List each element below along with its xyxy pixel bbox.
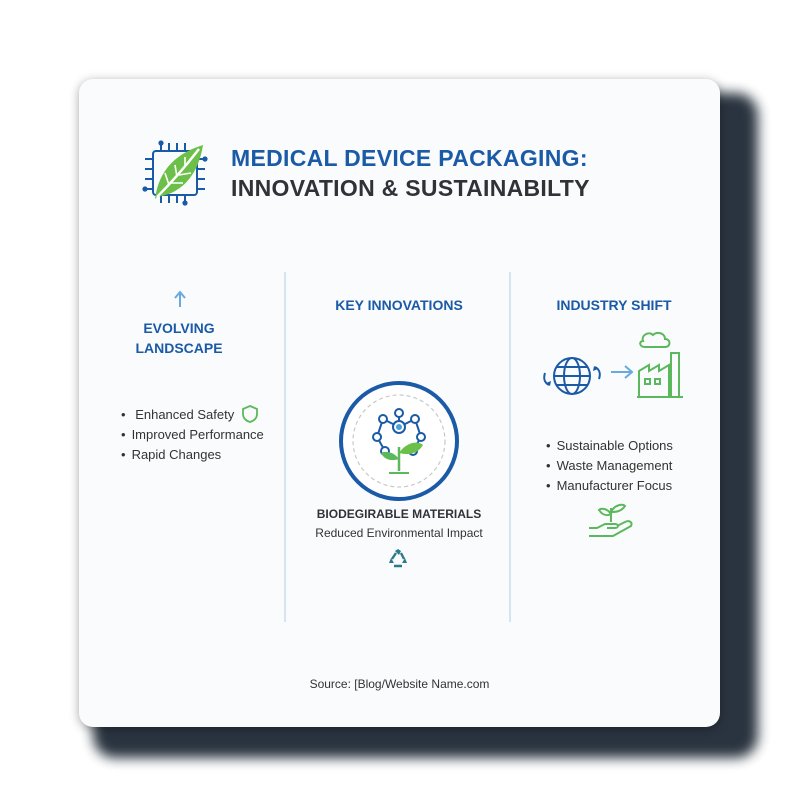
arrow-up-icon — [174, 290, 186, 307]
list-item: Improved Performance — [121, 425, 264, 445]
shield-icon — [241, 405, 258, 423]
column-heading-industry-shift: INDUSTRY SHIFT — [556, 297, 672, 313]
title-line-2: INNOVATION & SUSTAINABILTY — [231, 175, 590, 201]
list-item: Rapid Changes — [121, 445, 264, 465]
column-divider-1 — [284, 272, 286, 622]
list-item-label: Enhanced Safety — [135, 407, 235, 422]
title-line-1: MEDICAL DEVICE PACKAGING: — [231, 145, 588, 171]
column-heading-key-innovations: KEY INNOVATIONS — [335, 297, 463, 313]
industry-shift-list: Sustainable Options Waste Management Man… — [546, 436, 673, 496]
arrow-right-icon — [611, 365, 634, 379]
feature-title: BIODEGIRABLE MATERIALS — [316, 507, 482, 521]
heading-line: EVOLVING — [143, 320, 215, 336]
heading-line: LANDSCAPE — [135, 340, 223, 356]
infographic-card: MEDICAL DEVICE PACKAGING: INNOVATION & S… — [79, 79, 720, 727]
factory-icon — [637, 331, 683, 398]
feature-subtitle: Reduced Environmental Impact — [315, 526, 483, 540]
column-divider-2 — [509, 272, 511, 622]
list-item: Enhanced Safety — [121, 405, 264, 425]
molecule-plant-icon — [339, 381, 459, 501]
list-item: Waste Management — [546, 456, 673, 476]
hand-plant-icon — [589, 503, 633, 537]
list-item: Manufacturer Focus — [546, 476, 673, 496]
recycle-icon — [389, 549, 407, 568]
source-citation: Source: [Blog/Website Name.com — [309, 677, 490, 691]
list-item: Sustainable Options — [546, 436, 673, 456]
globe-icon — [543, 357, 601, 395]
column-heading-evolving-landscape: EVOLVING LANDSCAPE — [99, 318, 259, 358]
evolving-landscape-list: Enhanced Safety Improved Performance Rap… — [121, 405, 264, 465]
chip-leaf-logo-icon — [142, 140, 208, 206]
